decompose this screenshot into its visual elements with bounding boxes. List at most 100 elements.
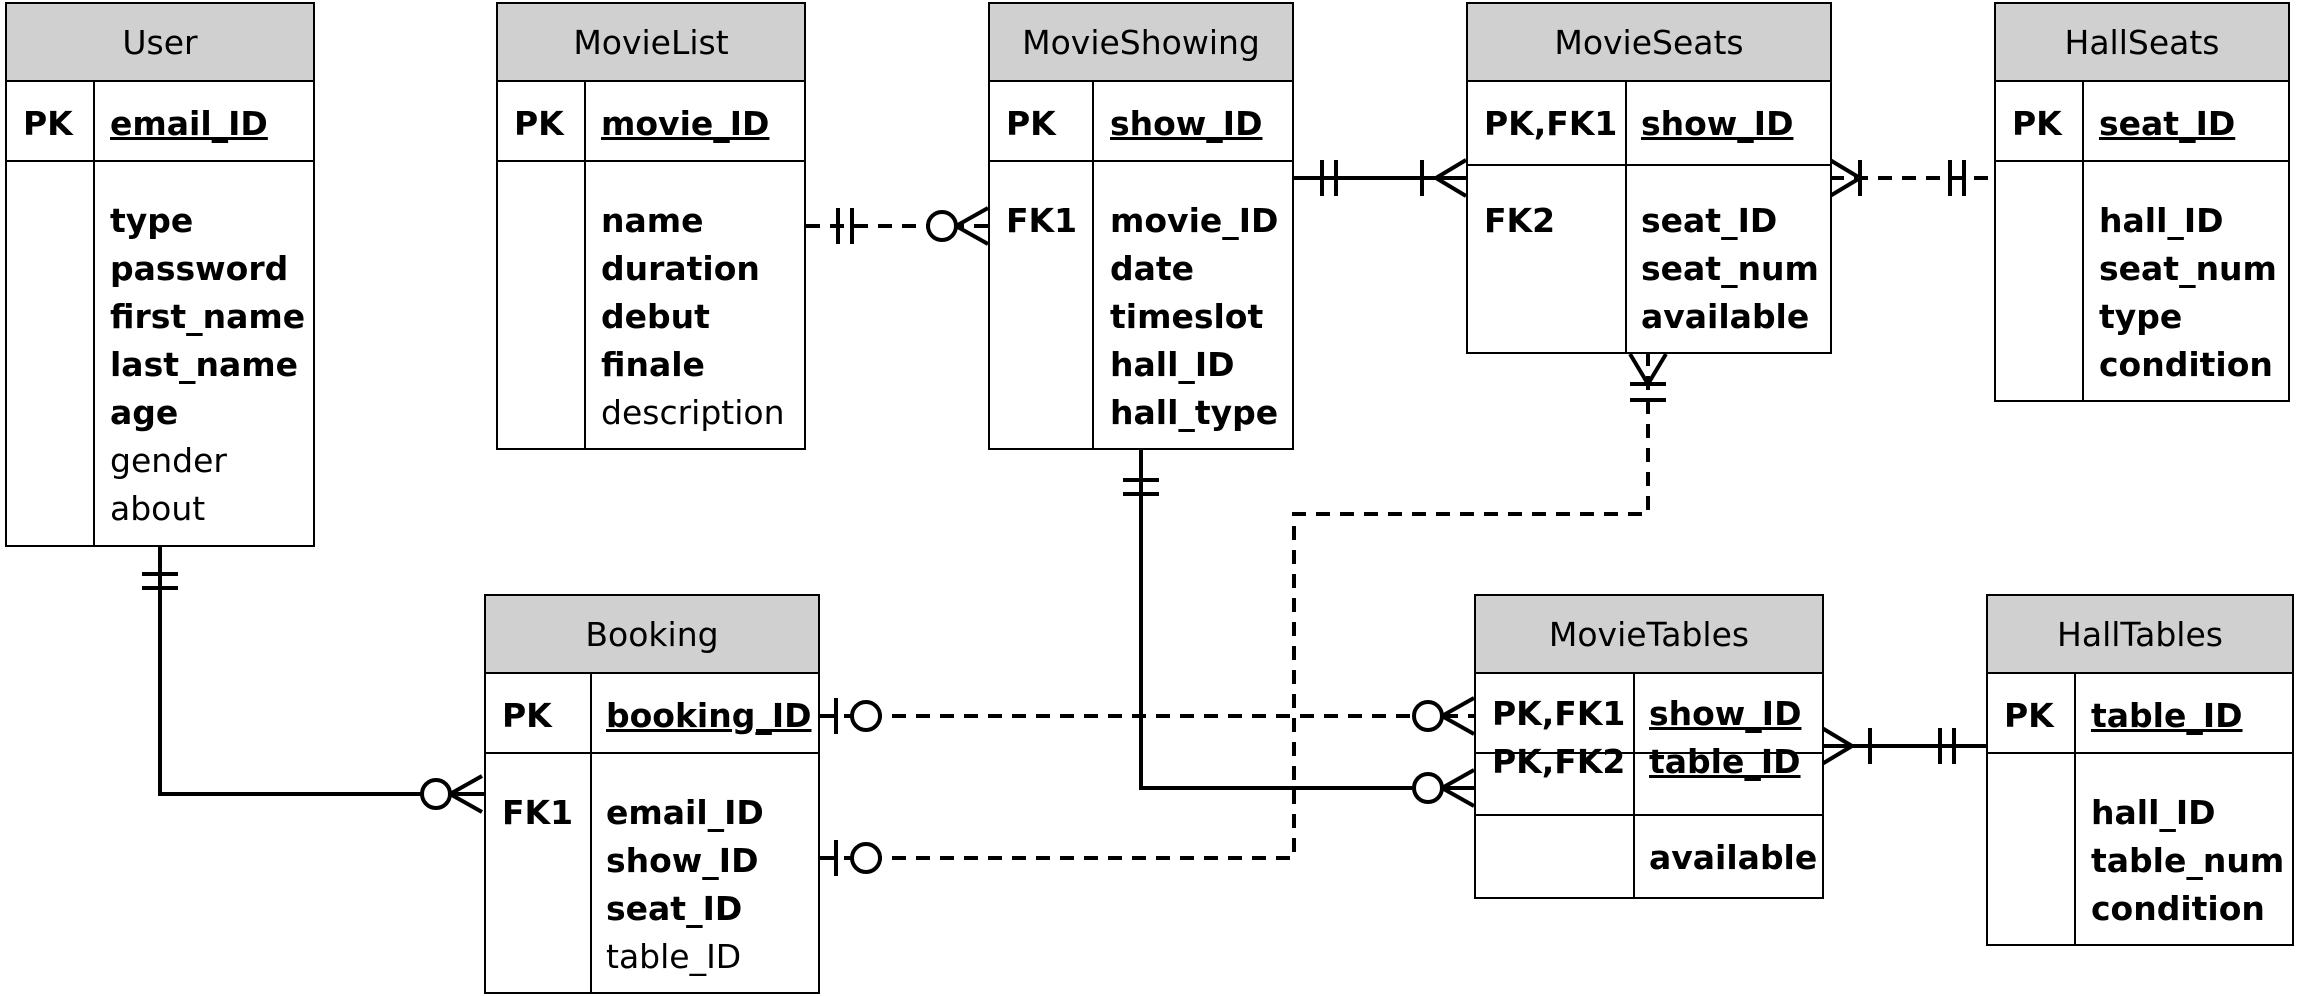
column-divider <box>1092 82 1094 448</box>
attribute-list: email_ID show_ID seat_ID table_ID <box>606 789 764 981</box>
entity-title: Booking <box>486 596 818 674</box>
attribute: seat_num <box>1641 249 1819 288</box>
attribute: hall_ID <box>2099 201 2224 240</box>
attribute: gender <box>110 441 227 480</box>
attribute: duration <box>601 249 760 288</box>
pk-row <box>1996 82 2288 162</box>
attribute-list: type password first_name last_name age g… <box>110 197 305 533</box>
attribute: hall_type <box>1110 393 1279 432</box>
attribute: type <box>2099 297 2183 336</box>
column-divider <box>2082 82 2084 400</box>
entity-title: MovieShowing <box>990 4 1292 82</box>
attribute-list: seat_ID seat_num available <box>1641 197 1819 341</box>
entity-movieseats[interactable]: MovieSeats PK,FK1 show_ID FK2 seat_ID se… <box>1466 2 1832 354</box>
attribute: timeslot <box>1110 297 1264 336</box>
attribute: seat_ID <box>606 889 743 928</box>
entity-movielist[interactable]: MovieList PK movie_ID name duration debu… <box>496 2 806 450</box>
entity-title: User <box>7 4 313 82</box>
attribute: hall_ID <box>1110 345 1235 384</box>
pk-row <box>1988 674 2292 754</box>
pk-label: PK,FK1 <box>1484 104 1618 143</box>
pk-field: seat_ID <box>2099 104 2236 143</box>
attribute: seat_num <box>2099 249 2277 288</box>
column-divider <box>1633 674 1635 897</box>
attribute: about <box>110 489 206 528</box>
attribute: available <box>1641 297 1810 336</box>
attribute-list: hall_ID table_num condition <box>2091 789 2284 933</box>
pk-row <box>486 674 818 754</box>
attribute: condition <box>2091 889 2265 928</box>
attribute: last_name <box>110 345 299 384</box>
pk-row <box>7 82 313 162</box>
rel-user-booking <box>142 547 484 814</box>
rel-movieshowing-movieseats <box>1292 158 1468 198</box>
rel-movieseats-hallseats <box>1828 158 1994 198</box>
pk-row <box>1468 82 1830 166</box>
attribute: date <box>1110 249 1195 288</box>
entity-movietables[interactable]: MovieTables PK,FK1 PK,FK2 show_ID table_… <box>1474 594 1824 899</box>
pk-section <box>1476 674 1822 816</box>
attribute: email_ID <box>606 793 764 832</box>
attribute: debut <box>601 297 710 336</box>
attribute: table_num <box>2091 841 2285 880</box>
pk-label: PK <box>514 104 564 143</box>
rel-movietables-halltables <box>1820 726 1986 766</box>
pk-field: table_ID <box>2091 696 2243 735</box>
entity-movieshowing[interactable]: MovieShowing PK show_ID FK1 movie_ID dat… <box>988 2 1294 450</box>
pk-field: movie_ID <box>601 104 770 143</box>
pk-label: PK <box>2012 104 2062 143</box>
attribute: first_name <box>110 297 306 336</box>
attribute-list: name duration debut finale description <box>601 197 784 437</box>
pk-label: PK <box>1006 104 1056 143</box>
pk-label: PK <box>502 696 552 735</box>
attribute: type <box>110 201 194 240</box>
attribute: table_ID <box>606 937 742 976</box>
attribute-list: available <box>1649 834 1817 882</box>
entity-title: HallSeats <box>1996 4 2288 82</box>
entity-title: MovieTables <box>1476 596 1822 674</box>
entity-title: MovieList <box>498 4 804 82</box>
entity-title: MovieSeats <box>1468 4 1830 82</box>
column-divider <box>590 674 592 992</box>
pk-label: PK,FK1 <box>1492 694 1626 733</box>
attribute: description <box>601 393 785 432</box>
entity-halltables[interactable]: HallTables PK table_ID hall_ID table_num… <box>1986 594 2294 946</box>
pk-row <box>990 82 1292 162</box>
pk-field: email_ID <box>110 104 268 143</box>
attribute: show_ID <box>606 841 759 880</box>
attribute: password <box>110 249 289 288</box>
entity-title: HallTables <box>1988 596 2292 674</box>
column-divider <box>2074 674 2076 944</box>
attribute: age <box>110 393 179 432</box>
pk-row <box>1476 674 1822 754</box>
attribute-list: movie_ID date timeslot hall_ID hall_type <box>1110 197 1278 437</box>
pk-label: PK,FK2 <box>1492 742 1626 781</box>
column-divider <box>584 82 586 448</box>
pk-field: show_ID <box>1641 104 1794 143</box>
attribute: movie_ID <box>1110 201 1279 240</box>
column-divider <box>93 82 95 545</box>
column-divider <box>1625 82 1627 352</box>
attribute: hall_ID <box>2091 793 2216 832</box>
pk-label: PK <box>23 104 73 143</box>
rel-movielist-movieshowing <box>806 206 990 246</box>
attribute-list: hall_ID seat_num type condition <box>2099 197 2277 389</box>
rel-movieshowing-movietables <box>1123 450 1475 808</box>
pk-label: PK <box>2004 696 2054 735</box>
attribute: name <box>601 201 704 240</box>
rel-booking-movietables <box>820 696 1475 736</box>
entity-hallseats[interactable]: HallSeats PK seat_ID hall_ID seat_num ty… <box>1994 2 2290 402</box>
attribute: seat_ID <box>1641 201 1778 240</box>
pk-row <box>498 82 804 162</box>
attribute: available <box>1649 838 1818 877</box>
rel-booking-movieseats <box>820 352 1668 876</box>
attribute: finale <box>601 345 705 384</box>
fk-label: FK1 <box>502 793 574 832</box>
entity-booking[interactable]: Booking PK booking_ID FK1 email_ID show_… <box>484 594 820 994</box>
entity-user[interactable]: User PK email_ID type password first_nam… <box>5 2 315 547</box>
attribute: condition <box>2099 345 2273 384</box>
pk-field: booking_ID <box>606 696 812 735</box>
fk-label: FK2 <box>1484 201 1556 240</box>
